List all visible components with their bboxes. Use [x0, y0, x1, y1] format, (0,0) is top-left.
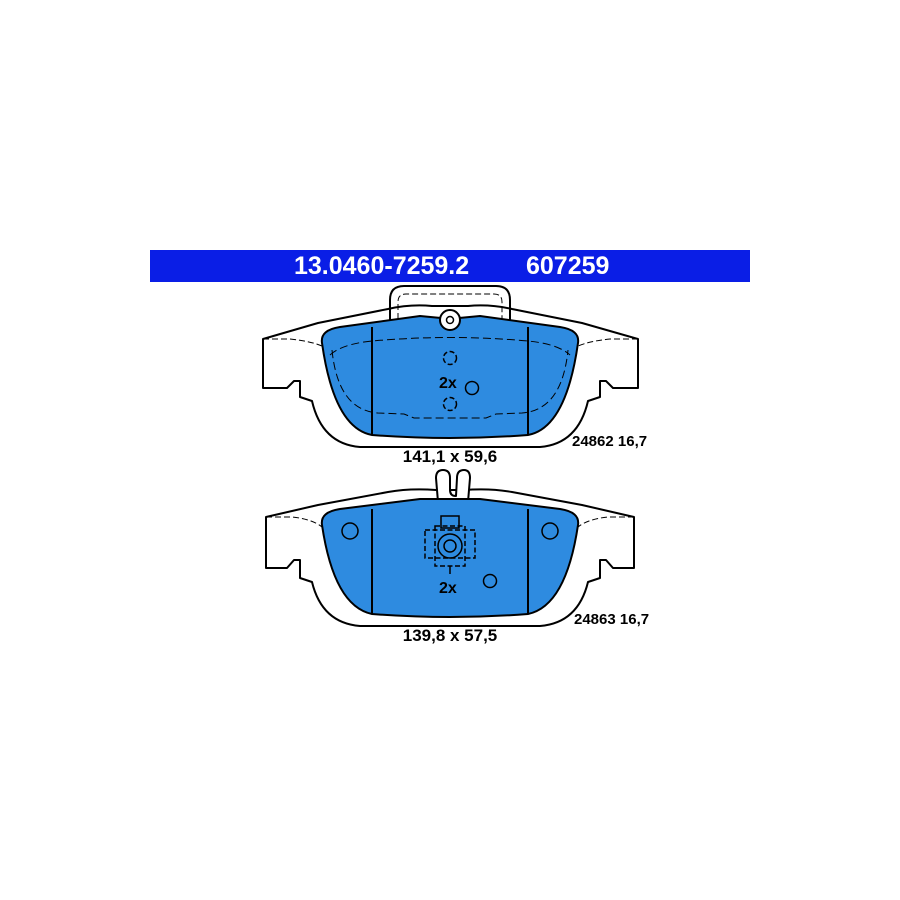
- reference-number: 607259: [526, 252, 610, 280]
- bottom-hole-left: [341, 522, 359, 540]
- top-dimensions: 141,1 x 59,6: [403, 447, 498, 466]
- top-clip: [389, 285, 511, 330]
- bottom-quantity-label: 2x: [439, 580, 457, 597]
- bottom-code-spec: 24863 16,7: [574, 611, 649, 628]
- bottom-marker-side: [482, 573, 498, 589]
- top-marker-lower: [442, 396, 458, 412]
- bottom-dimensions: 139,8 x 57,5: [403, 626, 498, 645]
- top-marker-side: [464, 380, 480, 396]
- top-friction-material: [320, 315, 580, 439]
- part-number: 13.0460-7259.2: [294, 252, 470, 280]
- bottom-pad: 2x: [265, 469, 635, 627]
- top-code-spec: 24862 16,7: [572, 433, 647, 450]
- bottom-sensor-boss: [424, 515, 476, 574]
- top-quantity-label: 2x: [439, 375, 457, 392]
- bottom-hole-right: [541, 522, 559, 540]
- top-pad: 2x: [262, 285, 639, 448]
- header-bar: 13.0460-7259.2 607259: [150, 250, 750, 282]
- bottom-spring-clip: [435, 469, 471, 503]
- top-marker-upper: [442, 350, 458, 366]
